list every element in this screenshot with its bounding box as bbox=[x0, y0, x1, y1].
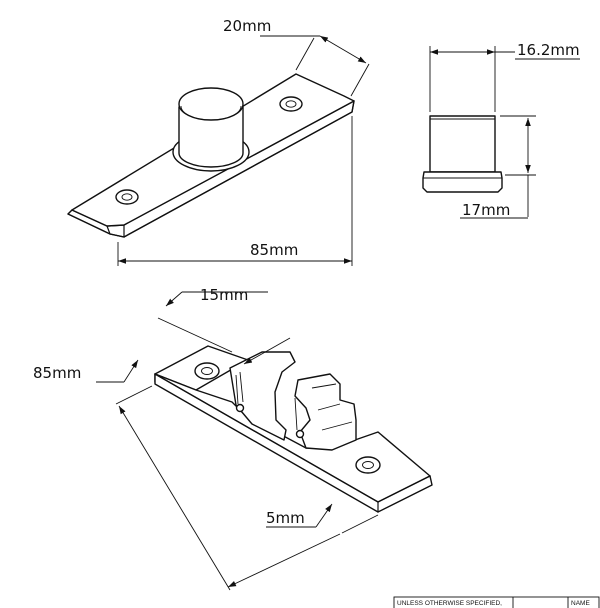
bracket-base-top bbox=[154, 373, 431, 503]
pin-side-body bbox=[429, 115, 496, 173]
bracket-fork-left bbox=[229, 351, 296, 441]
title-block: UNLESS OTHERWISE SPECIFIED, NAME bbox=[393, 596, 600, 608]
dim-bottom-length: 85mm bbox=[33, 359, 379, 591]
pin-body bbox=[178, 106, 244, 168]
dim-top-width-label: 20mm bbox=[223, 17, 271, 35]
mount-hole bbox=[115, 189, 139, 205]
dim-side-diameter-label: 16.2mm bbox=[517, 41, 580, 59]
dim-side-base-label: 17mm bbox=[462, 201, 510, 219]
pin-side-flange bbox=[422, 171, 503, 193]
dim-top-length-label: 85mm bbox=[250, 241, 298, 259]
title-block-note: UNLESS OTHERWISE SPECIFIED, bbox=[397, 600, 502, 607]
dim-bottom-thickness-label: 5mm bbox=[266, 509, 305, 527]
bracket-fork-right bbox=[294, 373, 357, 451]
dim-side-base: 17mm bbox=[460, 115, 536, 219]
dim-side-diameter: 16.2mm bbox=[429, 41, 580, 112]
title-block-name-header: NAME bbox=[571, 600, 590, 607]
dim-bottom-thickness: 5mm bbox=[266, 503, 333, 528]
slot-end bbox=[295, 429, 305, 439]
dim-top-length: 85mm bbox=[117, 116, 353, 266]
iso-pin-plate-view bbox=[67, 73, 355, 238]
mount-hole bbox=[279, 96, 303, 112]
side-pin-view bbox=[422, 115, 503, 193]
dim-bottom-width-label: 15mm bbox=[200, 286, 248, 304]
mount-hole bbox=[355, 456, 381, 474]
mount-hole bbox=[194, 362, 220, 380]
slot-end bbox=[235, 403, 245, 413]
dim-bottom-width: 15mm bbox=[157, 286, 291, 365]
dim-bottom-length-label: 85mm bbox=[33, 364, 81, 382]
dim-top-width: 20mm bbox=[223, 17, 370, 97]
iso-clip-bracket-view bbox=[154, 345, 433, 513]
